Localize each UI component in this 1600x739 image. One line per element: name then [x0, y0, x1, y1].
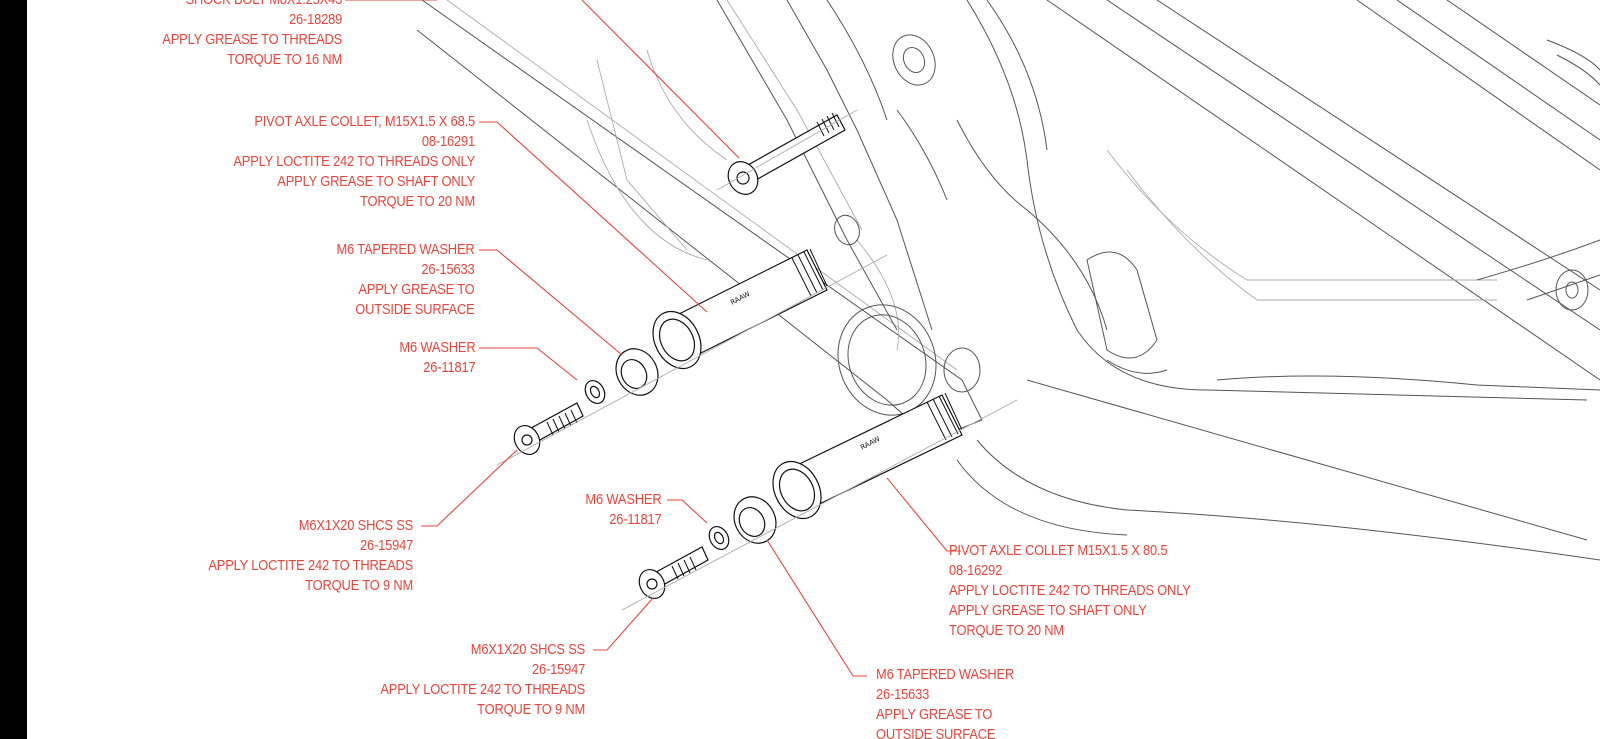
callout-note: TORQUE TO 9 NM — [305, 577, 413, 594]
lower-tapered-washer — [733, 496, 777, 544]
callout-note: TORQUE TO 20 NM — [949, 622, 1064, 639]
lower-shcs-bolt — [638, 546, 709, 599]
callout-washer-upper: M6 WASHER 26-11817 — [399, 338, 475, 378]
callout-tapered-washer-upper: M6 TAPERED WASHER 26-15633 APPLY GREASE … — [337, 240, 475, 320]
callout-part-name: SHOCK BOLT M8X1.25X43 — [162, 0, 342, 10]
callout-part-name: M6 TAPERED WASHER — [876, 666, 1015, 683]
callout-note: APPLY LOCTITE 242 TO THREADS ONLY — [949, 582, 1191, 599]
callout-note: TORQUE TO 9 NM — [477, 701, 585, 718]
callout-tapered-washer-lower: M6 TAPERED WASHER 26-15633 APPLY GREASE … — [876, 665, 1014, 739]
callout-shock-bolt: SHOCK BOLT M8X1.25X43 26-18289 APPLY GRE… — [162, 0, 342, 70]
callout-part-name: M6 WASHER — [398, 339, 475, 356]
callout-part-number: 26-15947 — [531, 661, 585, 678]
callout-shcs-upper: M6X1X20 SHCS SS 26-15947 APPLY LOCTITE 2… — [208, 516, 413, 596]
callout-note: APPLY LOCTITE 242 TO THREADS — [380, 681, 585, 698]
callout-part-name: PIVOT AXLE COLLET, M15X1.5 X 68.5 — [254, 113, 475, 130]
callout-note: TORQUE TO 16 NM — [227, 51, 342, 68]
callout-part-name: M6 WASHER — [584, 491, 661, 508]
callout-note: APPLY GREASE TO SHAFT ONLY — [277, 173, 475, 190]
callout-note: APPLY GREASE TO — [358, 281, 475, 298]
lower-pivot-axle-collet: RAAW — [772, 392, 963, 520]
callout-part-number: 26-15633 — [421, 261, 475, 278]
callout-washer-lower: M6 WASHER 26-11817 — [585, 490, 661, 530]
callout-note: APPLY LOCTITE 242 TO THREADS — [208, 557, 413, 574]
callout-part-number: 08-16292 — [949, 562, 1003, 579]
callout-note: APPLY GREASE TO — [876, 706, 993, 723]
callout-part-number: 26-15633 — [876, 686, 930, 703]
exploded-assembly-sheet: RAAW — [27, 0, 1600, 739]
callout-part-name: PIVOT AXLE COLLET M15X1.5 X 80.5 — [949, 542, 1168, 559]
callout-part-number: 08-16291 — [421, 133, 475, 150]
callout-note: APPLY LOCTITE 242 TO THREADS ONLY — [233, 153, 475, 170]
exploded-view-drawing: RAAW — [345, 0, 1600, 677]
callout-note: OUTSIDE SURFACE — [355, 301, 475, 318]
shock-bolt — [727, 112, 846, 195]
bike-frame-linework — [416, 0, 1600, 561]
callout-shcs-lower: M6X1X20 SHCS SS 26-15947 APPLY LOCTITE 2… — [380, 640, 585, 720]
callout-part-number: 26-15947 — [359, 537, 413, 554]
callout-leader-lines — [345, 0, 961, 677]
callout-part-name: M6X1X20 SHCS SS — [298, 517, 413, 534]
callout-part-number: 26-18289 — [288, 11, 342, 28]
callout-note: OUTSIDE SURFACE — [876, 726, 996, 739]
callout-pivot-axle-lower: PIVOT AXLE COLLET M15X1.5 X 80.5 08-1629… — [949, 541, 1191, 641]
callout-part-number: 26-11817 — [608, 511, 661, 528]
lower-washer — [708, 525, 730, 551]
upper-washer — [584, 379, 606, 405]
callout-note: APPLY GREASE TO THREADS — [162, 31, 342, 48]
callout-pivot-axle-upper: PIVOT AXLE COLLET, M15X1.5 X 68.5 08-162… — [233, 112, 475, 212]
assembly-axis-lines — [496, 109, 1018, 611]
callout-part-number: 26-11817 — [422, 359, 475, 376]
callout-note: APPLY GREASE TO SHAFT ONLY — [949, 602, 1147, 619]
upper-shcs-bolt — [513, 402, 584, 455]
callout-part-name: M6 TAPERED WASHER — [336, 241, 475, 258]
callout-part-name: M6X1X20 SHCS SS — [470, 641, 585, 658]
callout-note: TORQUE TO 20 NM — [360, 193, 475, 210]
upper-pivot-axle-collet: RAAW — [652, 248, 828, 370]
